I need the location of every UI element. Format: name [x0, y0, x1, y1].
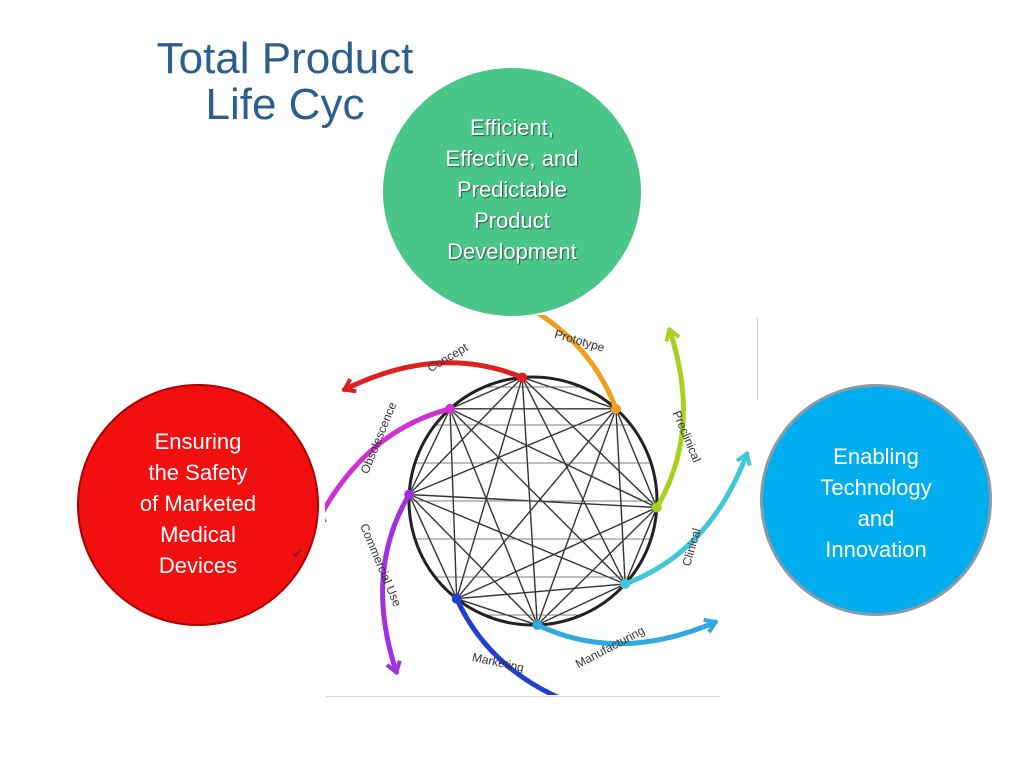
stage-label: Obsolescence — [358, 400, 400, 476]
mesh-line — [456, 583, 626, 600]
mesh-line — [456, 598, 538, 626]
stage-label: Manufacturing — [573, 623, 647, 671]
cursor-icon: ✓ — [292, 545, 304, 561]
arrow-head-icon — [735, 451, 752, 466]
stage-node — [517, 372, 528, 383]
mesh-line — [408, 408, 451, 495]
mesh-line — [521, 376, 617, 410]
arrow-head-icon — [342, 378, 357, 394]
product-development-circle: Efficient, Effective, and Predictable Pr… — [383, 68, 641, 316]
mesh-line — [449, 408, 626, 585]
mesh-line — [456, 506, 658, 600]
mesh-line — [449, 376, 523, 410]
stage-arrow — [536, 315, 619, 412]
stage-arrow — [325, 406, 453, 513]
stage-arrow — [454, 596, 560, 695]
mesh-line — [449, 408, 658, 509]
title-line-2: Life Cyc — [205, 80, 365, 129]
innovation-text: Enabling Technology and Innovation — [820, 444, 932, 562]
mesh-line — [449, 408, 538, 626]
stage-arrow — [341, 360, 525, 393]
mesh-line — [449, 408, 458, 599]
stage-node — [532, 619, 543, 630]
stage-arrow — [380, 492, 412, 675]
arrow-head-icon — [703, 617, 718, 634]
mesh-line — [521, 377, 626, 585]
mesh-line — [455, 377, 523, 599]
arrow-head-icon — [385, 660, 402, 675]
stage-node — [445, 403, 456, 414]
mesh-line — [536, 506, 658, 626]
cycle-mesh — [408, 376, 658, 626]
mesh-line — [537, 583, 626, 626]
stage-arrows — [325, 315, 752, 695]
mesh-line — [456, 408, 617, 600]
stage-label: Preclinical — [670, 408, 704, 464]
mesh-line — [408, 494, 458, 600]
stage-node — [451, 593, 462, 604]
divider-horizontal — [326, 696, 720, 697]
stage-label: Marketing — [471, 650, 525, 675]
mesh-line — [521, 376, 658, 508]
stage-arrow — [622, 451, 750, 587]
mesh-line — [536, 408, 617, 626]
mesh-line — [408, 494, 538, 626]
arrow-head-icon — [664, 327, 681, 342]
stage-node — [620, 578, 631, 589]
mesh-line — [615, 408, 626, 585]
stage-node — [610, 403, 621, 414]
mesh-line — [624, 507, 658, 585]
product-development-text: Efficient, Effective, and Predictable Pr… — [445, 115, 579, 264]
mesh-line — [408, 376, 523, 495]
divider-vertical — [757, 318, 758, 400]
slide-title: Total Product Life Cyc — [120, 36, 450, 128]
safety-circle: Ensuring the Safety of Marketed Medical … — [77, 384, 319, 626]
arrow-head-icon — [325, 518, 327, 523]
stage-arrow — [654, 327, 686, 510]
mesh-line — [408, 408, 617, 496]
stage-arrow — [534, 619, 718, 647]
safety-text: Ensuring the Safety of Marketed Medical … — [139, 429, 257, 578]
stage-node — [404, 489, 415, 500]
stage-label: Concept — [425, 340, 471, 375]
title-line-1: Total Product — [156, 34, 414, 83]
innovation-circle: Enabling Technology and Innovation — [760, 384, 992, 616]
stage-node — [651, 502, 662, 513]
